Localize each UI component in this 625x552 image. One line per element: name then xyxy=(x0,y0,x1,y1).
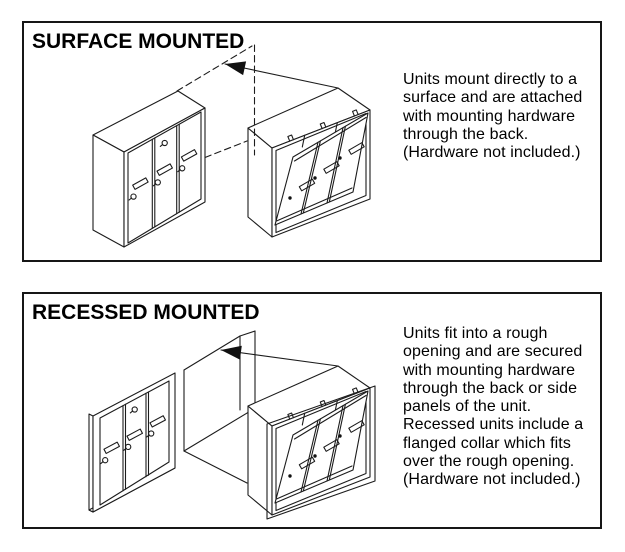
surface-mounted-panel: SURFACE MOUNTED Units mount directly to … xyxy=(22,21,602,262)
description-line: Units mount directly to a xyxy=(403,71,578,88)
description-line: Units fit into a rough xyxy=(403,325,548,342)
flanged-front-illustration xyxy=(88,372,176,513)
description-line: surface and are attached xyxy=(403,89,583,107)
surface-mounted-title: SURFACE MOUNTED xyxy=(32,30,245,53)
description-line: through the back. xyxy=(403,125,529,143)
description-line: with mounting hardware xyxy=(403,361,576,379)
closed-unit-illustration xyxy=(92,90,206,248)
description-line: (Hardware not included.) xyxy=(403,144,581,162)
recessed-mounted-title: RECESSED MOUNTED xyxy=(32,301,260,324)
recessed-mounted-description: Units fit into a rough opening and are s… xyxy=(403,325,603,490)
mount-direction-arrow-icon xyxy=(224,61,339,89)
description-line: Recessed units include a xyxy=(403,416,584,434)
description-line: through the back or side xyxy=(403,379,578,397)
wall-opening-illustration xyxy=(183,330,263,484)
recessed-mounted-diagram xyxy=(88,330,376,520)
description-line: panels of the unit. xyxy=(403,398,532,416)
description-line: flanged collar which fits xyxy=(403,434,571,452)
recessed-mount-arrow-icon xyxy=(220,345,339,367)
flange-collar-outline xyxy=(266,385,376,520)
projection-dashed-lines xyxy=(176,44,256,159)
surface-mounted-diagram xyxy=(92,44,370,248)
description-line: over the rough opening. xyxy=(403,453,575,471)
description-line: opening and are secured xyxy=(403,343,583,361)
description-line: with mounting hardware xyxy=(403,107,576,125)
recessed-mounted-panel: RECESSED MOUNTED Units fit into a rough … xyxy=(22,292,602,529)
surface-mounted-description: Units mount directly to a surface and ar… xyxy=(403,71,603,162)
description-line: (Hardware not included.) xyxy=(403,471,581,489)
